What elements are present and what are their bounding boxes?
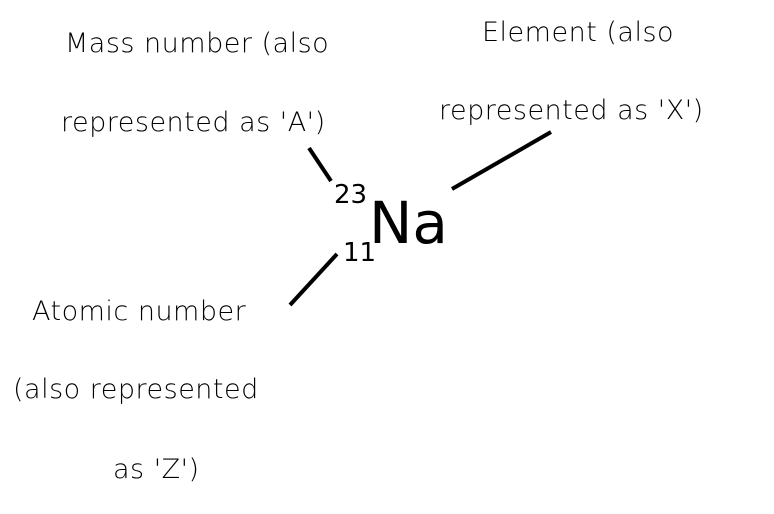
mass-number-label-line-1: Mass number (also <box>65 28 330 59</box>
element-symbol: Na <box>369 189 448 257</box>
mass-number-superscript: 23 <box>334 180 368 210</box>
element-pointer-line <box>451 130 552 191</box>
mass-number-label-line-2: represented as 'A') <box>61 107 326 138</box>
atomic-number-label-line-3: as 'Z') <box>113 454 200 485</box>
mass-number-pointer-line <box>307 146 333 183</box>
element-label-line-1: Element (also <box>482 17 675 48</box>
atomic-number-label-line-2: (also represented <box>13 374 259 405</box>
atomic-number-pointer-line <box>288 252 339 307</box>
element-label-line-2: represented as 'X') <box>439 95 704 126</box>
atomic-number-subscript: 11 <box>343 238 377 268</box>
atomic-number-label-line-1: Atomic number <box>32 296 247 327</box>
